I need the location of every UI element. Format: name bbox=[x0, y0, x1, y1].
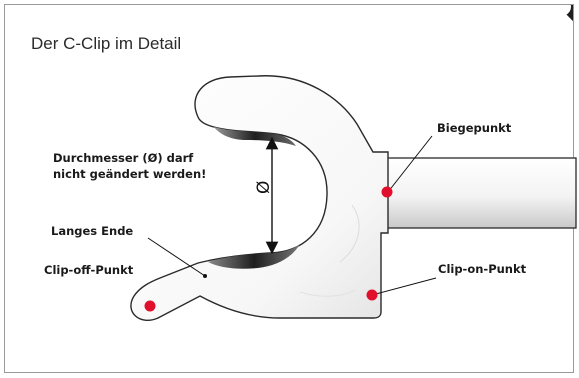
body-seam-2 bbox=[299, 289, 357, 297]
diameter-note-line2: nicht geändert werden! bbox=[53, 167, 207, 181]
diagram-title: Der C-Clip im Detail bbox=[31, 34, 182, 53]
bend-point bbox=[381, 186, 393, 198]
diameter-note-line1: Durchmesser (Ø) darf bbox=[53, 151, 194, 165]
corner-logo-mark bbox=[523, 5, 573, 29]
leader-bend bbox=[387, 135, 433, 193]
diameter-symbol: Ø bbox=[254, 181, 274, 194]
clip-on-label: Clip-on-Punkt bbox=[438, 262, 527, 276]
clip-on-point bbox=[366, 289, 378, 301]
rod-shaft bbox=[383, 157, 577, 229]
long-end-dot bbox=[203, 274, 207, 278]
body-seam bbox=[339, 204, 360, 263]
clip-off-label: Clip-off-Punkt bbox=[44, 263, 134, 277]
leader-long-end bbox=[147, 237, 206, 277]
inner-shadow-bottom bbox=[208, 244, 300, 269]
leader-clip-on bbox=[371, 277, 437, 296]
c-clip-body bbox=[130, 75, 389, 321]
bend-point-label: Biegepunkt bbox=[437, 121, 512, 135]
diameter-note: Durchmesser (Ø) darf nicht geändert werd… bbox=[53, 150, 206, 182]
long-end-label: Langes Ende bbox=[51, 224, 134, 238]
clip-off-point bbox=[144, 300, 156, 312]
